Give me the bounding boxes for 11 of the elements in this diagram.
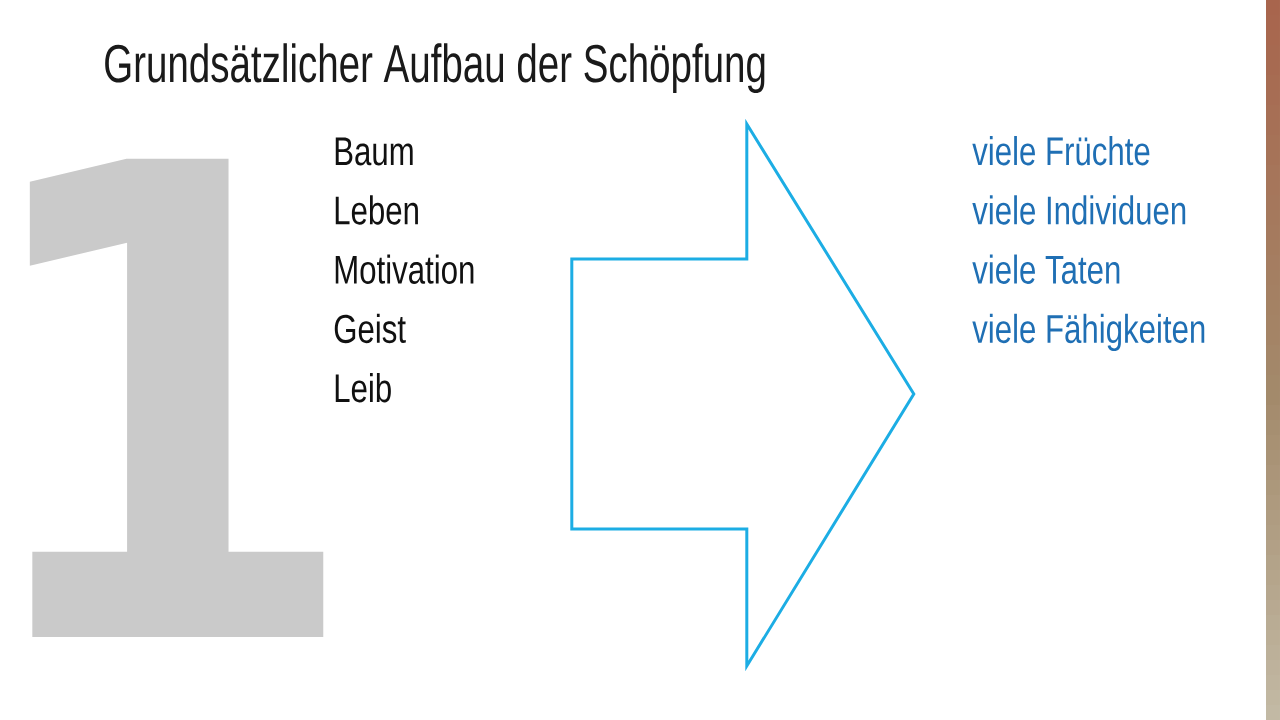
list-item: viele Früchte [972,136,1150,166]
list-item: Leib [335,373,391,403]
list-item: viele Individuen [972,195,1186,225]
list-item: viele Taten [972,254,1120,284]
block-arrow [570,118,916,672]
list-item: Geist [334,313,406,344]
slide-title: Grundsätzlicher Aufbau der Schöpfung [105,43,765,94]
list-item: Leben [335,195,418,225]
list-item: Baum [335,137,413,166]
list-item: viele Fähigkeiten [972,313,1205,352]
list-item: Motivation [335,254,474,284]
